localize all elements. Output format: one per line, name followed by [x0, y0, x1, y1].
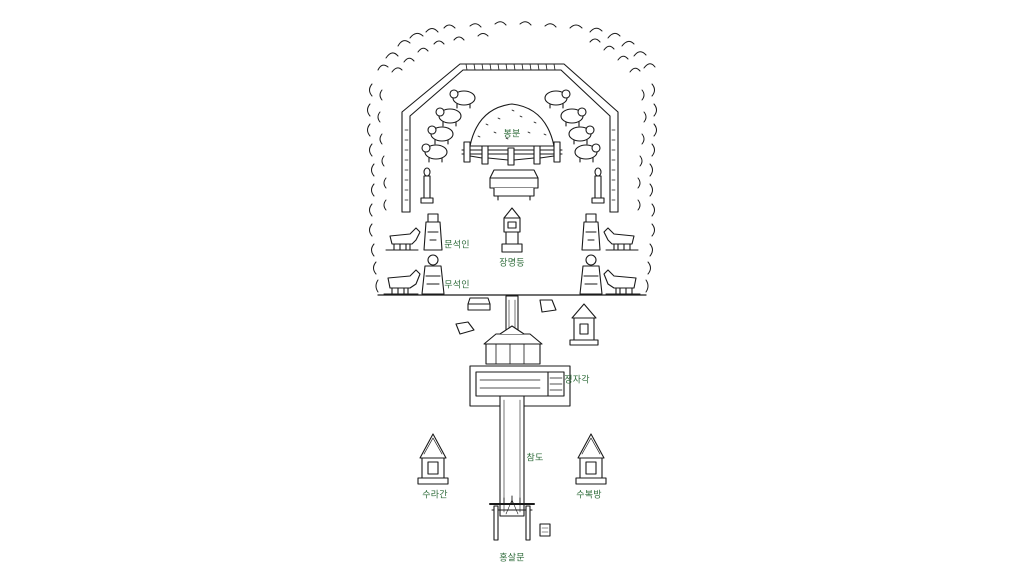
stone-sheep-right-3: [569, 126, 594, 144]
mangju-pillar-left: [421, 168, 433, 203]
gate-signpost: [540, 524, 550, 536]
stone-sheep-left-3: [428, 126, 453, 144]
stone-horse-right-2: [604, 270, 640, 294]
civil-official-statue-left: [424, 214, 442, 250]
military-official-statue-left: [422, 255, 444, 294]
label-museogin: 무석인: [444, 280, 470, 291]
label-munseogin: 문석인: [444, 240, 470, 251]
burial-mound: [462, 104, 562, 165]
label-bongbun: 봉분: [503, 129, 521, 140]
stone-sheep-right-4: [575, 144, 600, 162]
label-subokbang: 수복방: [576, 490, 602, 501]
stone-horse-right-1: [604, 228, 638, 250]
guard-house-building: [576, 434, 606, 484]
stele-pavilion: [570, 304, 598, 345]
label-chamdo: 참도: [526, 453, 544, 464]
red-arrow-gate: [490, 496, 534, 540]
shrine-building: [484, 326, 542, 364]
forest-outline: [368, 22, 657, 295]
label-jeongjagak: 정자각: [564, 375, 590, 386]
civil-official-statue-right: [582, 214, 600, 250]
kitchen-building: [418, 434, 448, 484]
label-suragan: 수라간: [422, 490, 448, 501]
mangju-pillar-right: [592, 168, 604, 203]
stone-lantern: [502, 208, 522, 252]
stone-table: [490, 170, 538, 200]
stone-horse-left-2: [384, 270, 420, 294]
stone-sheep-left-4: [422, 144, 447, 162]
stone-sheep-right-1: [545, 90, 570, 108]
tomb-wall: [402, 64, 618, 212]
military-official-statue-right: [580, 255, 602, 294]
stone-animals-mound: [422, 90, 600, 162]
stone-horse-left-1: [386, 228, 420, 250]
label-jangmyeongdeung: 장명등: [499, 258, 525, 269]
small-stone-platforms: [456, 298, 556, 334]
label-hongsalmun: 홍살문: [499, 553, 525, 564]
stone-sheep-left-2: [436, 108, 461, 126]
stone-sheep-right-2: [561, 108, 586, 126]
stone-sheep-left-1: [450, 90, 475, 108]
